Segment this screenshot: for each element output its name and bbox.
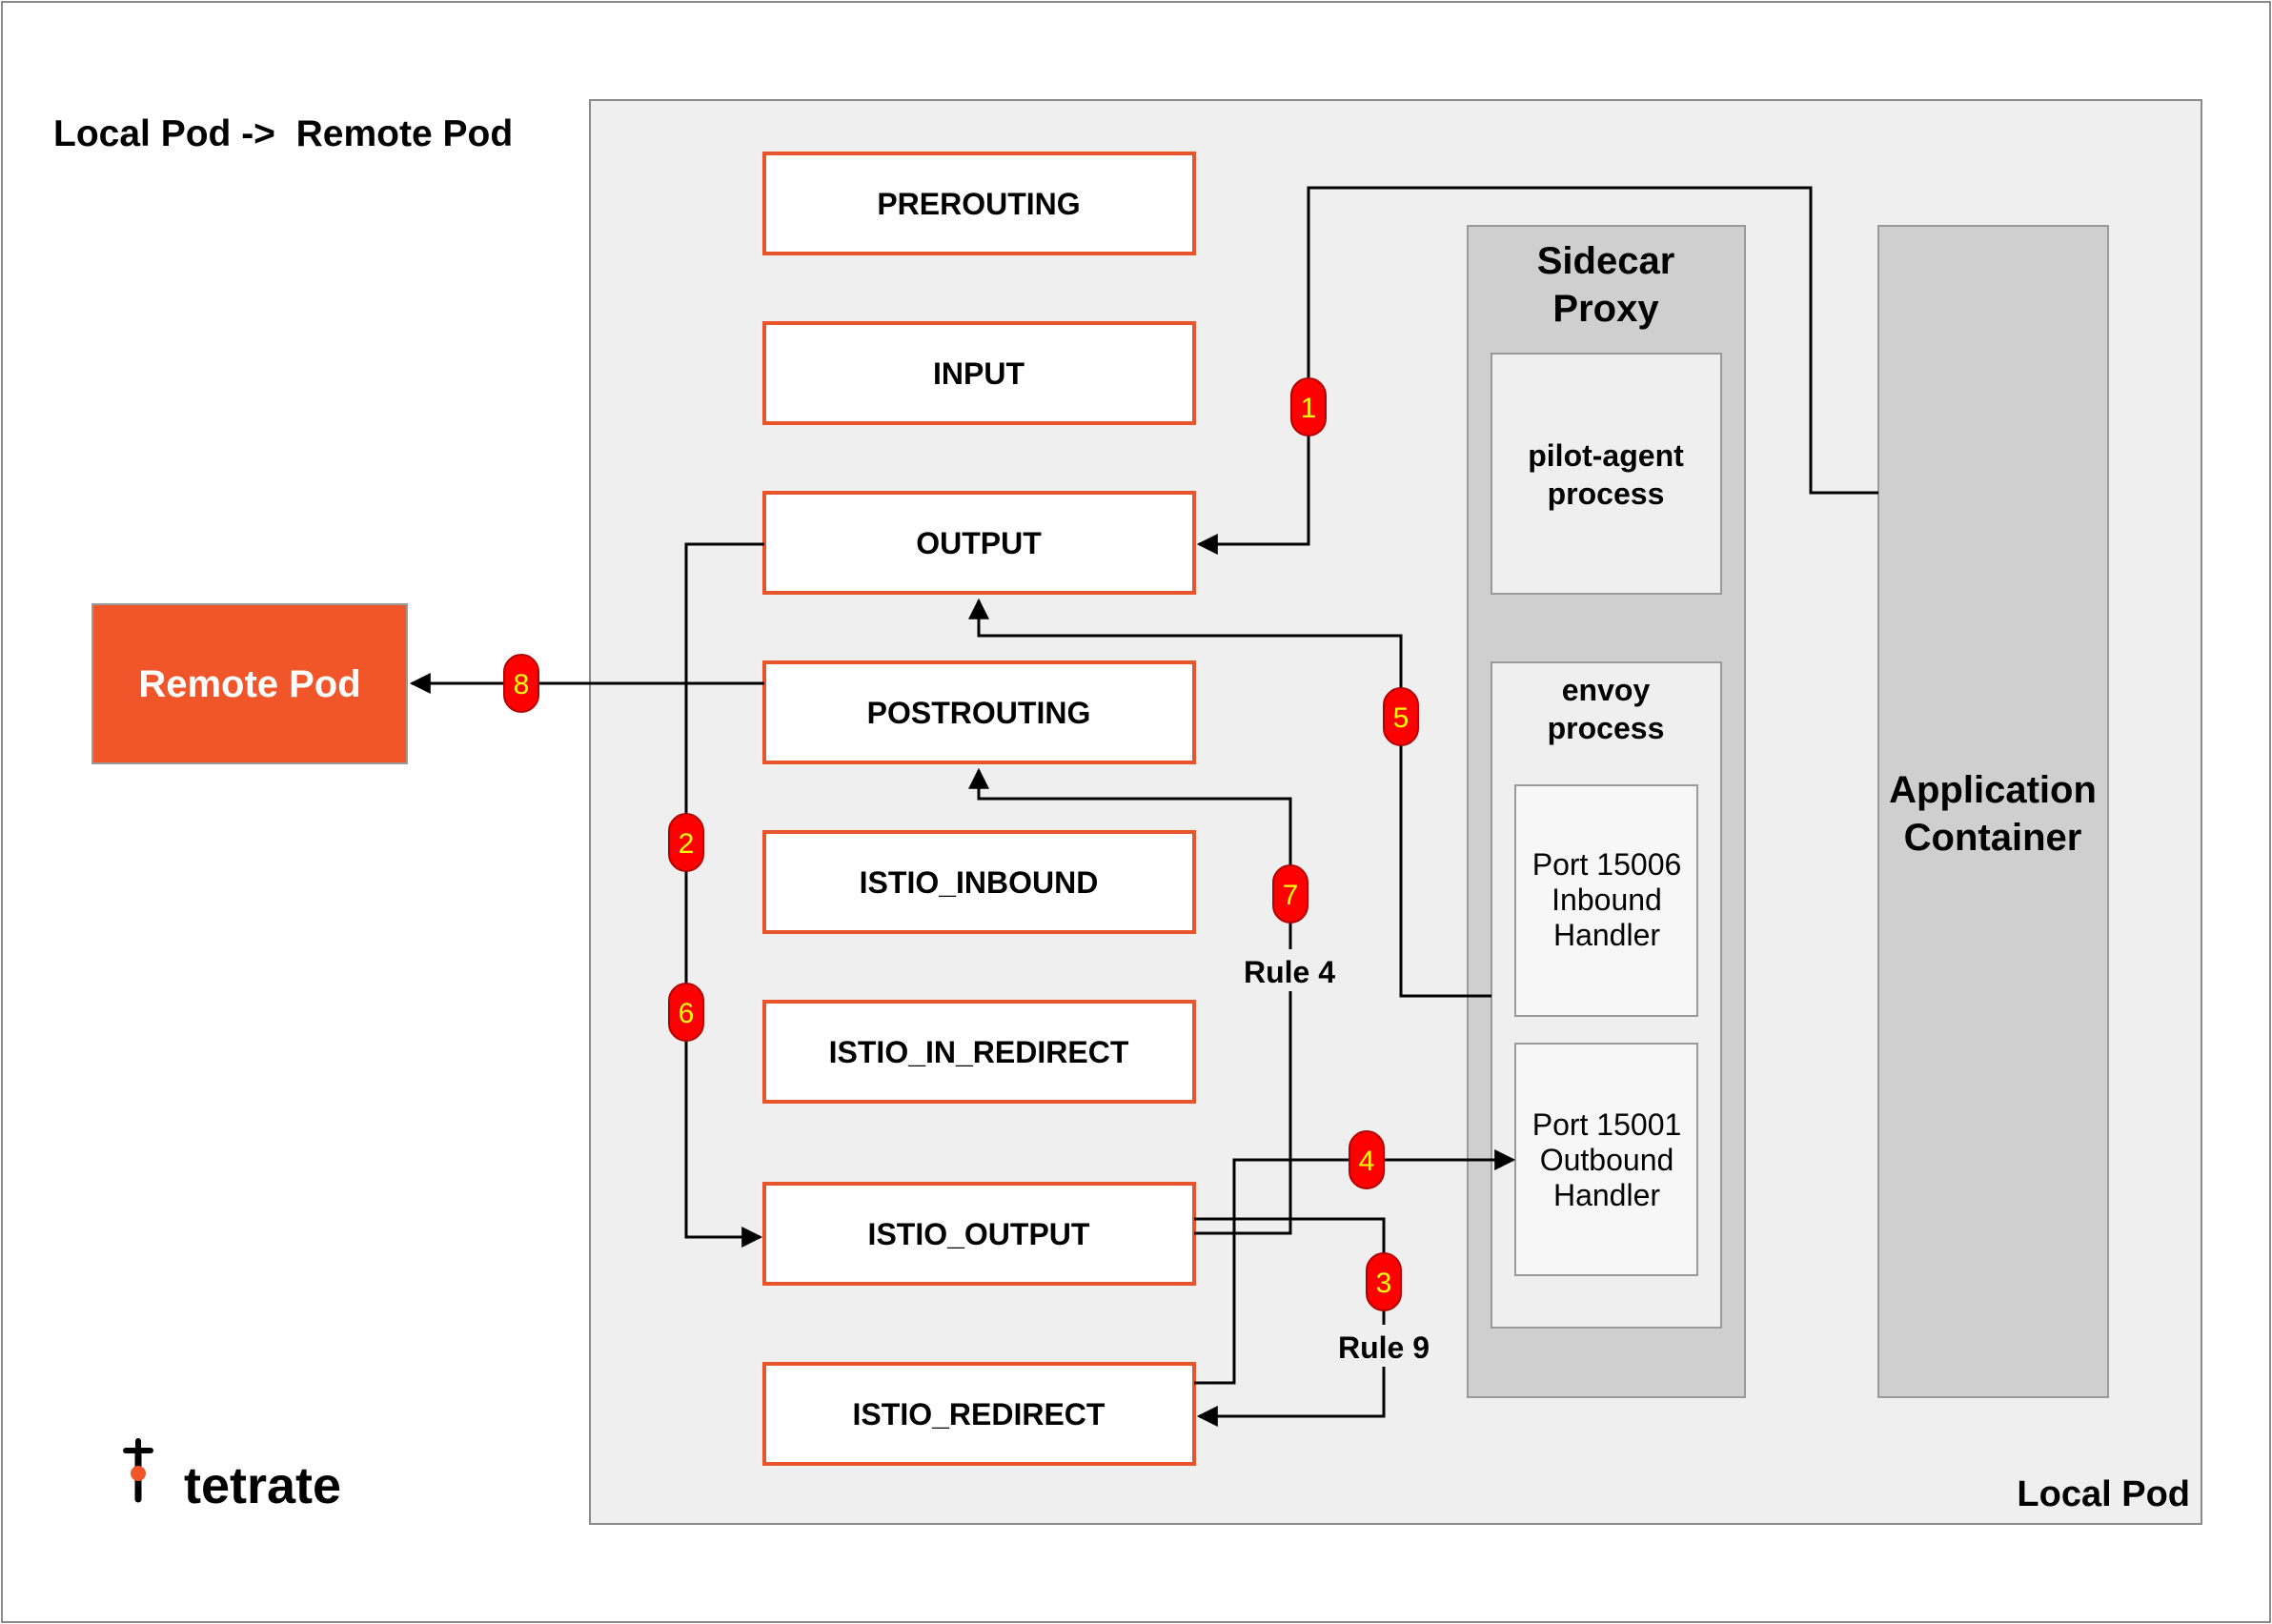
chain-label-output: OUTPUT	[916, 526, 1042, 560]
outbound-line3: Handler	[1553, 1178, 1660, 1212]
chain-box-istio-inbound	[762, 830, 1196, 934]
local-pod-label: Local Pod	[2017, 1474, 2190, 1514]
pilot-agent-line1: pilot-agent	[1528, 438, 1684, 473]
inbound-line3: Handler	[1553, 918, 1660, 952]
step-badge-5: 5	[1383, 687, 1419, 746]
chain-box-istio-in-redirect	[762, 1000, 1196, 1104]
step-badge-label-3: 3	[1376, 1268, 1392, 1299]
rule9-label-bg	[1332, 1325, 1435, 1367]
tetrate-logo: tetrate	[123, 1438, 341, 1514]
step-badge-1: 1	[1290, 377, 1327, 436]
app-container-line1: Application	[1889, 769, 2097, 811]
envoy-line1: envoy	[1562, 673, 1651, 707]
rule9-label: Rule 9	[1338, 1330, 1430, 1365]
chain-label-istio-redirect: ISTIO_REDIRECT	[853, 1397, 1106, 1431]
sidecar-title-line2: Proxy	[1552, 288, 1659, 330]
chain-box-prerouting	[762, 152, 1196, 255]
flow-line-1	[1196, 186, 1878, 555]
remote-pod-label: Remote Pod	[138, 663, 360, 705]
step-badge-label-1: 1	[1301, 393, 1317, 424]
outbound-handler-box	[1514, 1043, 1698, 1276]
step-badge-3: 3	[1366, 1252, 1402, 1311]
pilot-agent-line2: process	[1548, 477, 1665, 511]
app-container-line2: Container	[1904, 817, 2082, 859]
chain-box-postrouting	[762, 660, 1196, 764]
step-badge-2: 2	[668, 813, 704, 872]
step-badge-label-7: 7	[1283, 880, 1299, 911]
sidecar-title-line1: Sidecar	[1537, 240, 1675, 282]
chain-box-istio-redirect	[762, 1362, 1196, 1466]
step-badge-label-4: 4	[1359, 1146, 1375, 1177]
chain-box-output	[762, 491, 1196, 595]
chain-label-postrouting: POSTROUTING	[867, 696, 1091, 730]
application-container-box	[1877, 225, 2109, 1398]
outbound-line1: Port 15001	[1532, 1107, 1682, 1142]
chain-box-istio-output	[762, 1182, 1196, 1286]
step-badge-label-5: 5	[1393, 702, 1410, 734]
inbound-handler-box	[1514, 784, 1698, 1017]
step-badge-7: 7	[1272, 864, 1308, 924]
envoy-line2: process	[1548, 711, 1665, 745]
inbound-line2: Inbound	[1552, 883, 1662, 917]
step-badge-label-6: 6	[679, 998, 695, 1029]
logo-text: tetrate	[184, 1457, 341, 1514]
chain-label-prerouting: PREROUTING	[877, 187, 1080, 221]
step-badge-4: 4	[1349, 1130, 1385, 1189]
rule4-label-bg	[1239, 949, 1342, 991]
step-badge-label-2: 2	[679, 828, 695, 860]
step-badge-8: 8	[503, 654, 539, 713]
chain-label-istio-inbound: ISTIO_INBOUND	[860, 865, 1099, 900]
flow-line-5	[968, 598, 1491, 998]
flow-line-2-6	[684, 542, 764, 1248]
chain-label-istio-in-redirect: ISTIO_IN_REDIRECT	[829, 1035, 1129, 1069]
remote-pod-box	[91, 603, 408, 764]
pilot-agent-box	[1491, 353, 1722, 595]
chain-label-istio-output: ISTIO_OUTPUT	[868, 1217, 1090, 1251]
diagram-title: Local Pod -> Remote Pod	[53, 113, 513, 154]
step-badge-6: 6	[668, 983, 704, 1042]
chain-label-input: INPUT	[933, 356, 1024, 391]
chain-box-input	[762, 321, 1196, 425]
flow-line-7	[968, 767, 1292, 1235]
rule4-label: Rule 4	[1244, 955, 1335, 989]
step-badge-label-8: 8	[514, 669, 530, 700]
outbound-line2: Outbound	[1540, 1143, 1674, 1177]
inbound-line1: Port 15006	[1532, 847, 1682, 882]
